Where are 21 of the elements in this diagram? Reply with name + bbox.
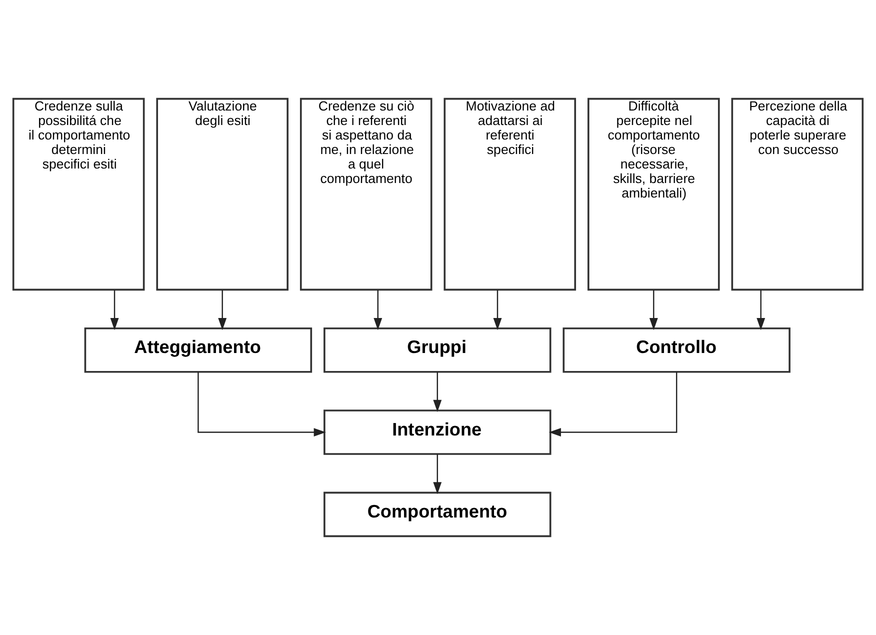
node-box: Comportamento (324, 492, 552, 538)
arrow (756, 290, 766, 330)
arrow (110, 290, 119, 330)
node-box: Percezione della capacità di poterle superare con successo (731, 98, 864, 291)
arrow (433, 454, 442, 494)
arrow (493, 290, 502, 330)
arrow (649, 290, 658, 330)
node-box: Credenze su ciò che i referenti si aspettano da me, in relazione a quel comportamento (300, 98, 432, 291)
node-box: Motivazione ad adattarsi ai referenti specifici (444, 98, 576, 291)
node-box: Gruppi (324, 327, 552, 373)
node-box: Controllo (562, 327, 790, 373)
arrow (433, 372, 442, 412)
node-box: Valutazione degli esiti (156, 98, 288, 291)
arrow (198, 372, 326, 436)
arrow (374, 290, 382, 330)
arrow (548, 372, 678, 436)
node-box: Credenze sulla possibilitá che il comportamento determini specifici esiti (12, 98, 145, 291)
node-box: Difficoltà percepite nel comportamento (risorse necessarie, skills, barriere ambientali) (588, 98, 720, 291)
arrow (218, 290, 227, 330)
node-box: Intenzione (324, 410, 552, 455)
node-box: Atteggiamento (84, 327, 312, 373)
